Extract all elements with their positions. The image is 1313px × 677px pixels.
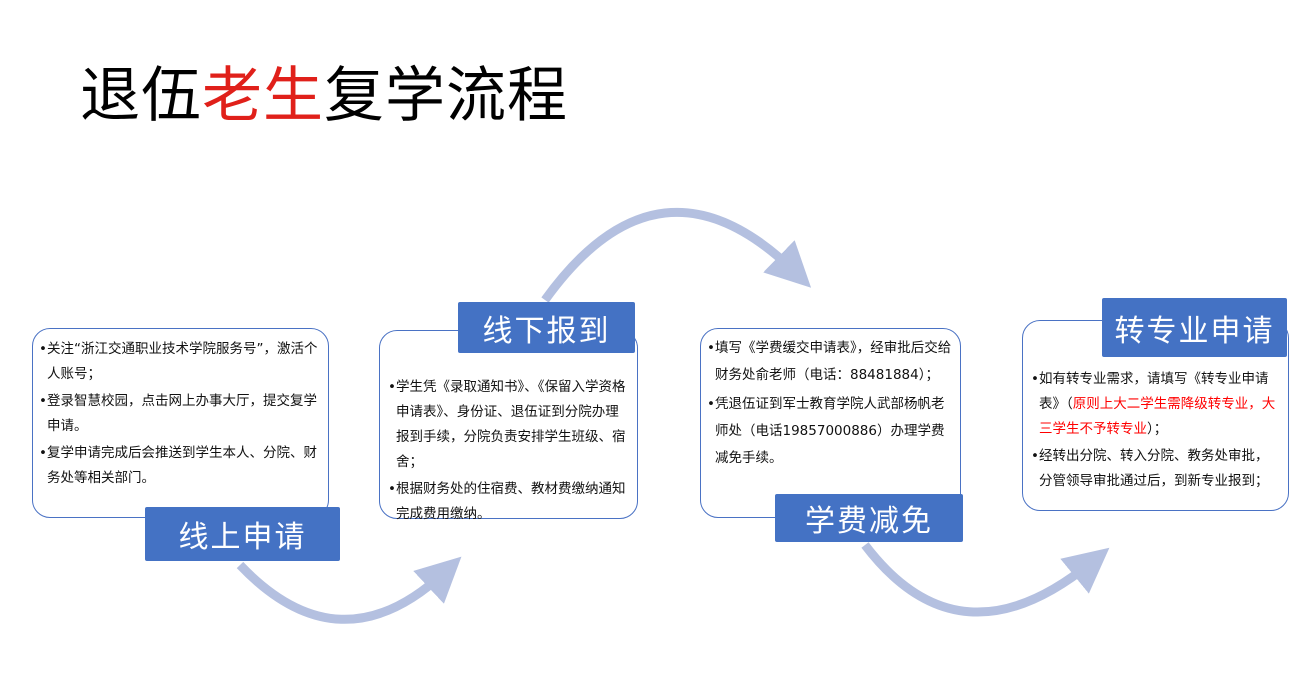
step4-item-text: 如有转专业需求，请填写《转专业申请表》（	[1039, 371, 1269, 412]
step1-item: 登录智慧校园，点击网上办事大厅，提交复学申请。	[39, 389, 320, 439]
arrow-step2-to-step3	[541, 207, 812, 303]
step1-card: 关注“浙江交通职业技术学院服务号”，激活个人账号； 登录智慧校园，点击网上办事大…	[32, 328, 329, 518]
step3-label: 学费减免	[775, 494, 963, 542]
step3-item: 凭退伍证到军士教育学院人武部杨帆老师处（电话19857000886）办理学费减免…	[707, 391, 952, 472]
step4-item-text: ）；	[1147, 421, 1168, 437]
arrow-step1-to-step2	[236, 556, 462, 624]
step4-item: 如有转专业需求，请填写《转专业申请表》（原则上大二学生需降级转专业，大三学生不予…	[1031, 367, 1276, 442]
step1-label: 线上申请	[145, 507, 340, 561]
arrow-step3-to-step4	[861, 542, 1110, 617]
step2-item: 学生凭《录取通知书》、《保留入学资格申请表》、身份证、退伍证到分院办理报到手续，…	[388, 375, 627, 475]
step2-card: 学生凭《录取通知书》、《保留入学资格申请表》、身份证、退伍证到分院办理报到手续，…	[379, 330, 638, 522]
step4-item: 经转出分院、转入分院、教务处审批，分管领导审批通过后，到新专业报到；	[1031, 444, 1276, 494]
step2-item: 根据财务处的住宿费、教材费缴纳通知完成费用缴纳。	[388, 477, 627, 527]
step1-item: 复学申请完成后会推送到学生本人、分院、财务处等相关部门。	[39, 441, 320, 491]
step1-item: 关注“浙江交通职业技术学院服务号”，激活个人账号；	[39, 337, 320, 387]
title-part3: 复学流程	[324, 61, 568, 131]
title-highlight: 老生	[202, 61, 324, 131]
page-title: 退伍老生复学流程	[80, 58, 568, 134]
title-part1: 退伍	[80, 61, 202, 131]
step4-label: 转专业申请	[1102, 298, 1287, 357]
step3-item: 填写《学费缓交申请表》，经审批后交给财务处俞老师（电话：88481884）；	[707, 335, 952, 389]
step2-label: 线下报到	[458, 302, 635, 353]
step4-item-warning: 原则上大二学生需降级转专业，大三学生不予转专业	[1039, 396, 1276, 437]
step3-card: 填写《学费缓交申请表》，经审批后交给财务处俞老师（电话：88481884）； 凭…	[700, 328, 961, 518]
